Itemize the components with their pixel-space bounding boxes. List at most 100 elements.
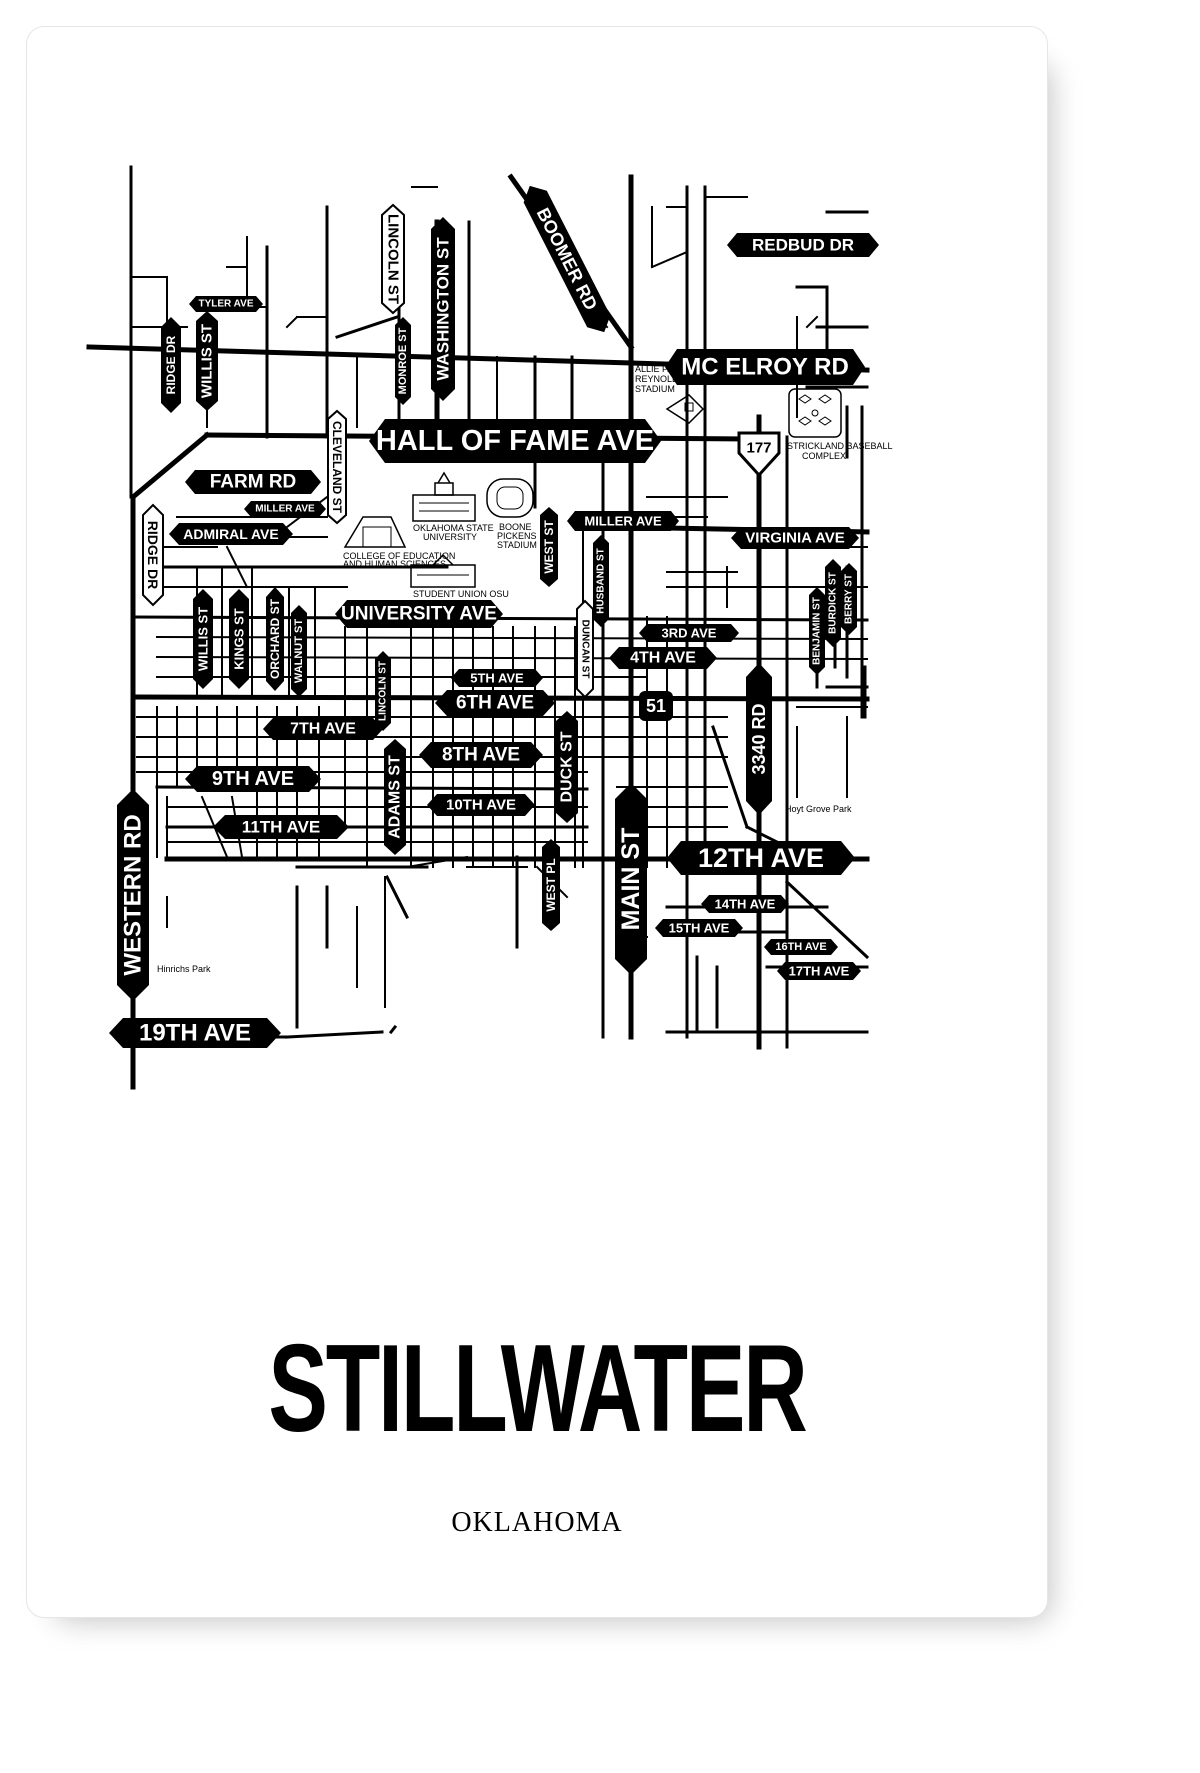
sign-ridge-dr-south: RIDGE DR bbox=[142, 503, 164, 607]
street-map: ALLIE P. REYNOLDS STADIUM STRICKLAND BAS… bbox=[86, 165, 893, 1090]
strickland-label-1: STRICKLAND BASEBALL bbox=[787, 441, 893, 451]
allie-label-3: STADIUM bbox=[635, 384, 675, 394]
svg-text:WEST PL: WEST PL bbox=[544, 858, 558, 911]
svg-text:BURDICK ST: BURDICK ST bbox=[828, 572, 839, 634]
svg-text:MAIN ST: MAIN ST bbox=[617, 828, 645, 931]
sign-kings-st: KINGS ST bbox=[229, 589, 249, 689]
svg-text:MILLER AVE: MILLER AVE bbox=[584, 514, 662, 529]
sign-washington-st: WASHINGTON ST bbox=[431, 217, 455, 401]
sign-walnut-st: WALNUT ST bbox=[291, 605, 307, 697]
sign-12th-ave: 12TH AVE bbox=[667, 841, 855, 875]
highway-177-label: 177 bbox=[746, 440, 771, 457]
sign-duck-st: DUCK ST bbox=[556, 711, 578, 823]
svg-text:BOOMER RD: BOOMER RD bbox=[533, 205, 602, 314]
sign-west-st: WEST ST bbox=[540, 507, 558, 587]
svg-text:DUNCAN ST: DUNCAN ST bbox=[580, 620, 591, 679]
svg-text:15TH AVE: 15TH AVE bbox=[669, 921, 730, 936]
allie-label-1: ALLIE P. bbox=[635, 364, 669, 374]
svg-text:WASHINGTON ST: WASHINGTON ST bbox=[434, 237, 453, 381]
sign-8th-ave: 8TH AVE bbox=[419, 742, 543, 768]
boone-label-2: PICKENS bbox=[497, 531, 537, 541]
osu-building-icon bbox=[412, 471, 476, 522]
sign-cleveland-st: CLEVELAND ST bbox=[327, 409, 347, 525]
sign-university-ave: UNIVERSITY AVE bbox=[335, 600, 503, 628]
sign-ridge-dr-north: RIDGE DR bbox=[161, 317, 181, 413]
allie-reynolds-stadium-icon bbox=[665, 394, 705, 424]
svg-text:RIDGE DR: RIDGE DR bbox=[164, 335, 178, 394]
svg-text:MC ELROY RD: MC ELROY RD bbox=[681, 354, 849, 381]
allie-label-2: REYNOLDS bbox=[635, 374, 685, 384]
sign-14th-ave: 14TH AVE bbox=[701, 895, 789, 913]
svg-text:19TH AVE: 19TH AVE bbox=[139, 1020, 251, 1047]
svg-text:ORCHARD ST: ORCHARD ST bbox=[268, 598, 282, 679]
sign-16th-ave: 16TH AVE bbox=[764, 939, 838, 955]
svg-text:10TH AVE: 10TH AVE bbox=[446, 797, 516, 814]
highway-51-shield: 51 bbox=[639, 691, 673, 721]
boone-pickens-stadium-icon bbox=[486, 478, 534, 518]
sign-lincoln-st-north: LINCOLN ST bbox=[381, 203, 405, 315]
sign-benjamin-st: BENJAMIN ST bbox=[809, 587, 825, 675]
sign-miller-ave-west: MILLER AVE bbox=[244, 501, 326, 517]
svg-text:3RD AVE: 3RD AVE bbox=[662, 626, 717, 641]
sign-farm-rd: FARM RD bbox=[185, 470, 321, 494]
sign-western-rd: WESTERN RD bbox=[117, 789, 149, 1001]
sign-hall-of-fame-ave: HALL OF FAME AVE bbox=[369, 419, 661, 463]
svg-text:16TH AVE: 16TH AVE bbox=[775, 941, 826, 953]
svg-text:WILLIS ST: WILLIS ST bbox=[196, 607, 211, 671]
svg-text:LINCOLN ST: LINCOLN ST bbox=[385, 214, 402, 304]
svg-text:WALNUT ST: WALNUT ST bbox=[293, 619, 305, 683]
sign-orchard-st: ORCHARD ST bbox=[266, 587, 284, 691]
svg-text:17TH AVE: 17TH AVE bbox=[789, 964, 850, 979]
svg-text:REDBUD DR: REDBUD DR bbox=[752, 236, 854, 255]
sign-burdick-st: BURDICK ST bbox=[825, 559, 841, 647]
svg-text:KINGS ST: KINGS ST bbox=[232, 608, 247, 669]
student-union-icon bbox=[410, 553, 476, 588]
svg-text:RIDGE DR: RIDGE DR bbox=[145, 521, 161, 589]
sign-10th-ave: 10TH AVE bbox=[427, 794, 535, 816]
svg-text:WILLIS ST: WILLIS ST bbox=[199, 324, 216, 398]
college-of-education-icon bbox=[343, 516, 407, 548]
sign-5th-ave: 5TH AVE bbox=[451, 669, 543, 687]
coe-label-2: AND HUMAN SCIENCES bbox=[343, 559, 446, 569]
svg-text:8TH AVE: 8TH AVE bbox=[442, 745, 520, 766]
svg-text:ADAMS ST: ADAMS ST bbox=[387, 755, 404, 839]
svg-text:MILLER AVE: MILLER AVE bbox=[255, 504, 315, 515]
svg-text:6TH AVE: 6TH AVE bbox=[456, 693, 534, 714]
poster-subtitle: OKLAHOMA bbox=[451, 1507, 623, 1538]
landmark-art: ALLIE P. REYNOLDS STADIUM STRICKLAND BAS… bbox=[157, 364, 893, 974]
svg-text:3340 RD: 3340 RD bbox=[749, 703, 769, 774]
svg-text:WESTERN RD: WESTERN RD bbox=[120, 814, 147, 975]
svg-text:14TH AVE: 14TH AVE bbox=[715, 897, 776, 912]
boone-label-3: STADIUM bbox=[497, 540, 537, 550]
coe-label-1: COLLEGE OF EDUCATION bbox=[343, 551, 455, 561]
sign-redbud-dr: REDBUD DR bbox=[727, 233, 879, 257]
svg-text:UNIVERSITY AVE: UNIVERSITY AVE bbox=[341, 604, 497, 625]
svg-text:7TH AVE: 7TH AVE bbox=[290, 721, 356, 738]
strickland-label-2: COMPLEX bbox=[802, 451, 846, 461]
sign-west-pl: WEST PL bbox=[542, 839, 560, 931]
sign-mc-elroy-rd: MC ELROY RD bbox=[665, 349, 865, 385]
sign-11th-ave: 11TH AVE bbox=[213, 815, 349, 839]
sign-berry-st: BERRY ST bbox=[841, 563, 857, 635]
sign-willis-st-south: WILLIS ST bbox=[193, 589, 213, 689]
svg-text:FARM RD: FARM RD bbox=[210, 472, 297, 493]
sign-duncan-st: DUNCAN ST bbox=[576, 599, 594, 699]
svg-text:CLEVELAND ST: CLEVELAND ST bbox=[330, 421, 344, 514]
street-signs: REDBUD DR TYLER AVE MC ELROY RD HALL OF … bbox=[109, 185, 879, 1048]
svg-text:TYLER AVE: TYLER AVE bbox=[198, 299, 253, 310]
union-label: STUDENT UNION OSU bbox=[413, 589, 509, 599]
sign-9th-ave: 9TH AVE bbox=[185, 766, 321, 792]
svg-text:BENJAMIN ST: BENJAMIN ST bbox=[812, 597, 823, 665]
sign-adams-st: ADAMS ST bbox=[384, 739, 406, 855]
sign-3rd-ave: 3RD AVE bbox=[639, 624, 739, 642]
sign-6th-ave: 6TH AVE bbox=[435, 690, 555, 716]
svg-text:11TH AVE: 11TH AVE bbox=[242, 818, 320, 837]
svg-text:9TH AVE: 9TH AVE bbox=[212, 768, 294, 790]
boone-label-1: BOONE bbox=[499, 522, 532, 532]
sign-19th-ave: 19TH AVE bbox=[109, 1018, 281, 1048]
osu-label-1: OKLAHOMA STATE bbox=[413, 523, 494, 533]
sign-husband-st: HUSBAND ST bbox=[593, 535, 609, 627]
svg-text:HUSBAND ST: HUSBAND ST bbox=[596, 548, 607, 614]
sign-miller-ave-east: MILLER AVE bbox=[567, 511, 679, 531]
sign-boomer-rd: BOOMER RD bbox=[523, 185, 611, 333]
